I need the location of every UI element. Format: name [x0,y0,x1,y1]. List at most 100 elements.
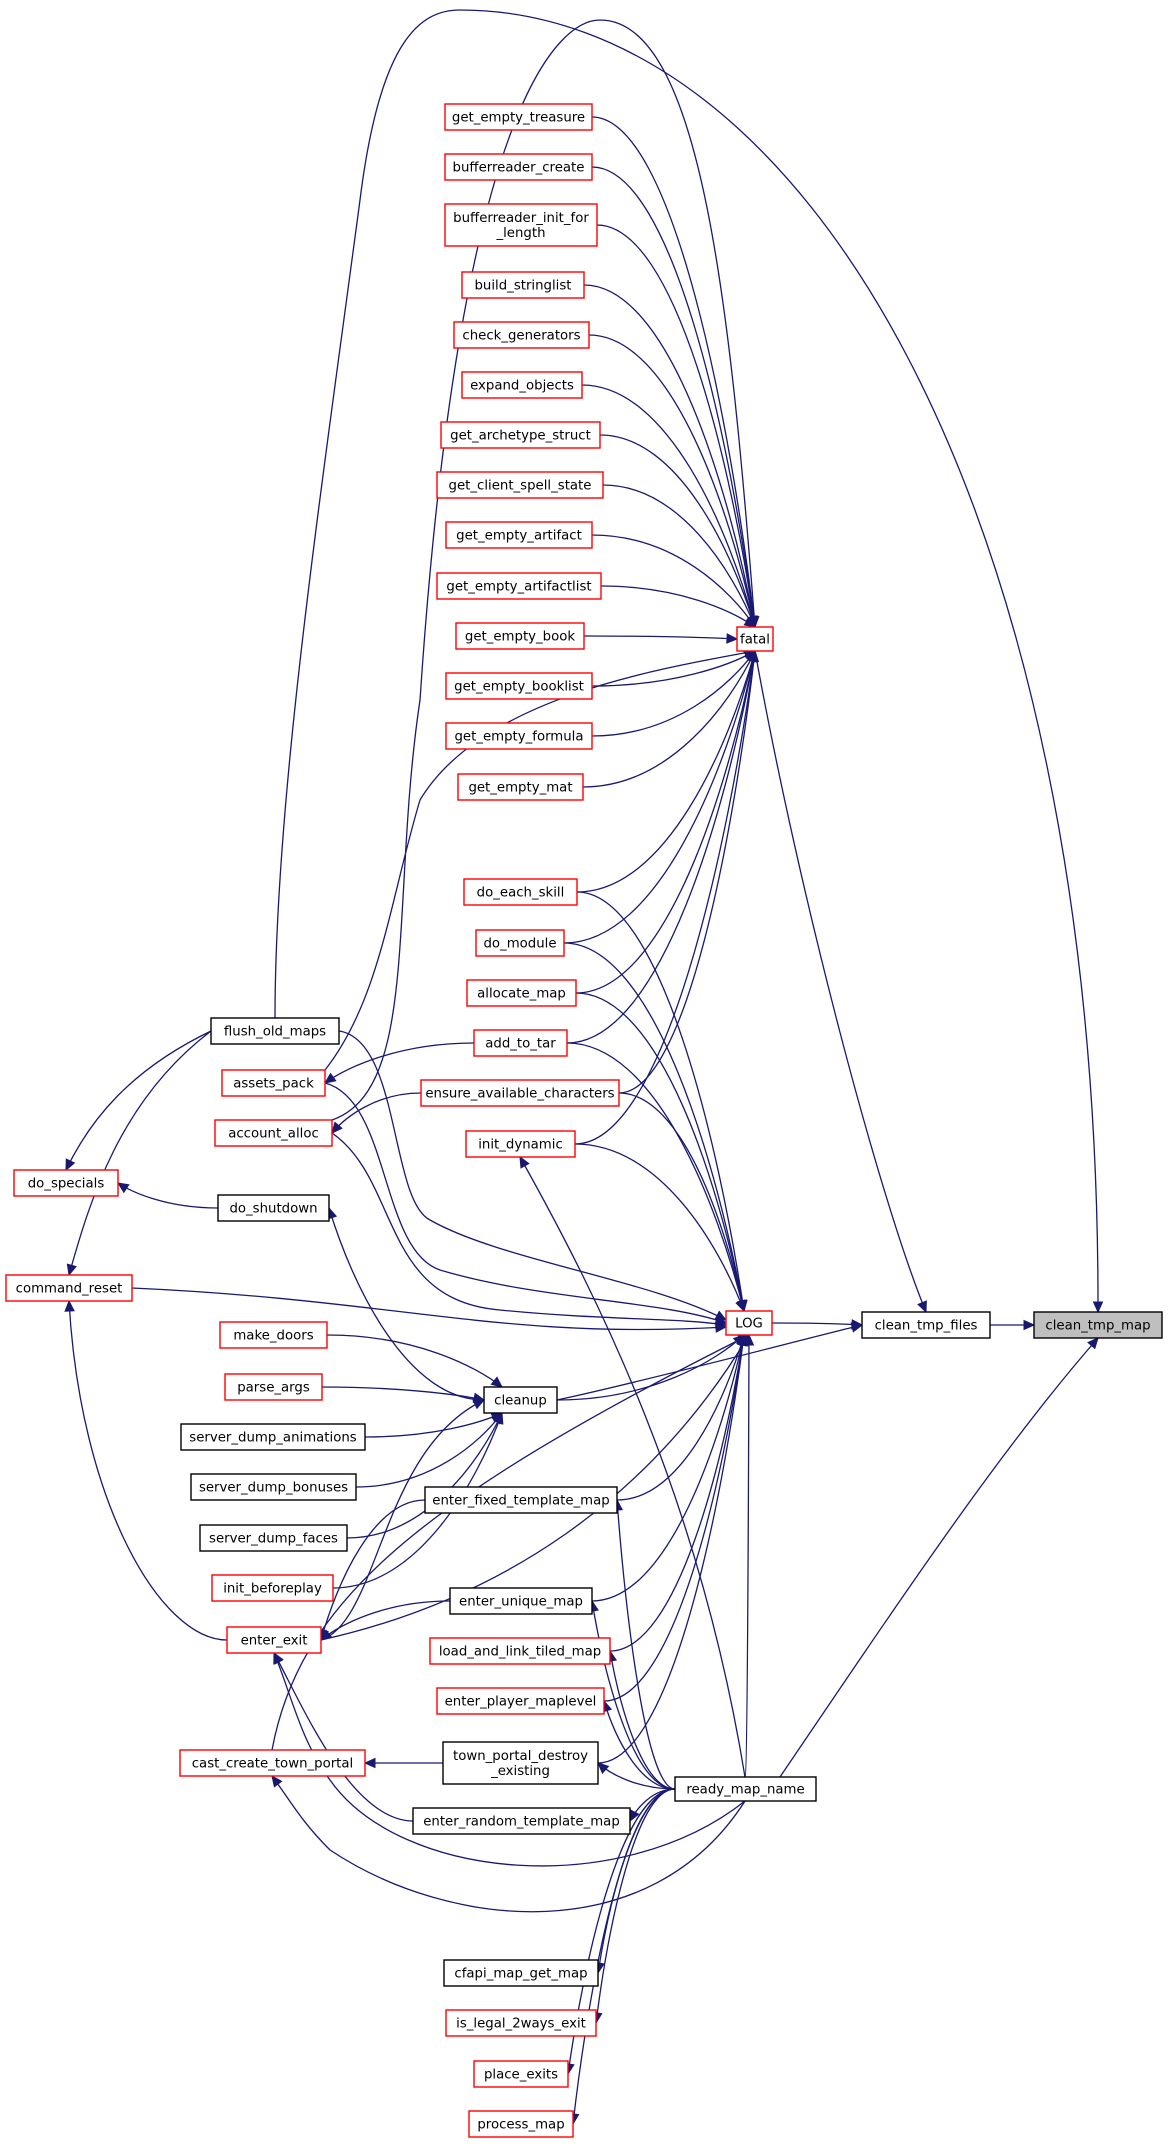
arrowhead-account_alloc [331,1121,343,1134]
edge-do_module-to-fatal [563,650,756,944]
node-label: cfapi_map_get_map [454,1967,587,1982]
node-get_archetype_struct[interactable]: get_archetype_struct [440,421,601,449]
node-label: place_exits [484,2068,558,2083]
node-label: get_client_spell_state [449,479,592,494]
edge-town_portal_destroy_existing-to-LOG [597,1334,745,1764]
node-server_dump_bonuses[interactable]: server_dump_bonuses [190,1473,357,1501]
edge-ready_map_name-to-enter_fixed_template_map [616,1499,676,1790]
node-server_dump_faces[interactable]: server_dump_faces [199,1524,348,1552]
node-add_to_tar[interactable]: add_to_tar [473,1029,568,1057]
node-label: do_module [483,937,556,952]
node-ensure_available_characters[interactable]: ensure_available_characters [420,1079,620,1107]
node-box [725,1310,773,1336]
node-box [468,2110,574,2138]
node-box [5,1274,133,1302]
edge-ready_map_name-to-clean_tmp_map [779,1337,1099,1778]
node-label: do_shutdown [229,1202,317,1217]
edge-flush_old_maps-to-LOG [338,1030,727,1321]
node-enter_fixed_template_map[interactable]: enter_fixed_template_map [424,1486,618,1514]
node-load_and_link_tiled_map[interactable]: load_and_link_tiled_map [429,1637,611,1665]
node-cleanup[interactable]: cleanup [483,1386,558,1414]
node-is_legal_2ways_exit[interactable]: is_legal_2ways_exit [445,2009,597,2037]
node-label: check_generators [462,329,580,344]
node-enter_exit[interactable]: enter_exit [226,1626,322,1654]
node-flush_old_maps[interactable]: flush_old_maps [210,1017,340,1045]
node-build_stringlist[interactable]: build_stringlist [461,271,585,299]
node-box [440,421,601,449]
node-get_empty_artifactlist[interactable]: get_empty_artifactlist [436,572,602,600]
node-server_dump_animations[interactable]: server_dump_animations [180,1423,366,1451]
edge-do_module-to-LOG [563,942,745,1312]
arrowhead-do_specials [65,1158,76,1172]
edge-ready_map_name-to-enter_player_maplevel [603,1700,676,1790]
node-label: cleanup [494,1394,547,1409]
node-get_empty_book[interactable]: get_empty_book [455,622,585,650]
node-allocate_map[interactable]: allocate_map [466,979,577,1007]
edge-cleanup-to-LOG [556,1334,745,1401]
node-place_exits[interactable]: place_exits [473,2060,569,2088]
node-command_reset[interactable]: command_reset [5,1274,133,1302]
edge-check_generators-to-fatal [588,334,756,628]
node-process_map[interactable]: process_map [468,2110,574,2138]
node-fatal[interactable]: fatal [736,626,774,652]
node-get_empty_treasure[interactable]: get_empty_treasure [444,103,593,131]
node-get_empty_booklist[interactable]: get_empty_booklist [445,672,593,700]
node-label: clean_tmp_files [875,1319,978,1334]
edge-ready_map_name-to-enter_exit [273,1652,746,1867]
arrowhead-fatal [726,633,739,644]
edge-account_alloc-to-LOG [331,1132,727,1326]
node-init_beforeplay[interactable]: init_beforeplay [211,1574,334,1602]
arrowhead-enter_exit [273,1651,284,1665]
arrowhead-do_specials [116,1182,130,1194]
node-get_empty_artifact[interactable]: get_empty_artifact [445,521,593,549]
node-check_generators[interactable]: check_generators [453,321,590,349]
node-get_empty_mat[interactable]: get_empty_mat [457,773,584,801]
node-bufferreader_init_for_length[interactable]: bufferreader_init_for_length [444,203,598,247]
node-do_each_skill[interactable]: do_each_skill [463,878,578,906]
node-do_shutdown[interactable]: do_shutdown [217,1194,330,1222]
node-init_dynamic[interactable]: init_dynamic [465,1130,576,1158]
node-label: enter_unique_map [459,1595,583,1610]
node-bufferreader_create[interactable]: bufferreader_create [444,153,593,181]
node-cast_create_town_portal[interactable]: cast_create_town_portal [179,1749,366,1777]
node-clean_tmp_files[interactable]: clean_tmp_files [861,1311,991,1339]
node-enter_random_template_map[interactable]: enter_random_template_map [412,1807,631,1835]
node-get_client_spell_state[interactable]: get_client_spell_state [436,471,604,499]
edge-add_to_tar-to-assets_pack [324,1042,475,1084]
node-label: load_and_link_tiled_map [439,1645,601,1660]
node-box [199,1524,348,1552]
edge-get_empty_treasure-to-fatal [591,116,756,628]
node-parse_args[interactable]: parse_args [224,1373,323,1401]
node-do_module[interactable]: do_module [475,929,565,957]
edge-bufferreader_init_for_length-to-fatal [596,224,756,628]
node-town_portal_destroy_existing[interactable]: town_portal_destroy_existing [442,1741,599,1785]
node-box [217,1194,330,1222]
node-make_doors[interactable]: make_doors [219,1321,328,1349]
node-enter_unique_map[interactable]: enter_unique_map [449,1587,593,1615]
node-ready_map_name[interactable]: ready_map_name [674,1776,817,1802]
node-label: flush_old_maps [224,1025,326,1040]
node-expand_objects[interactable]: expand_objects [461,371,583,399]
edge-add_to_tar-to-fatal [566,650,756,1044]
node-label: get_empty_artifactlist [446,580,591,595]
node-do_specials[interactable]: do_specials [13,1169,119,1197]
node-cfapi_map_get_map[interactable]: cfapi_map_get_map [443,1959,599,1987]
node-assets_pack[interactable]: assets_pack [221,1069,326,1097]
arrowhead-town_portal_destroy_existing [597,1762,610,1774]
edge-LOG-to-clean_tmp_files [771,1322,863,1326]
node-label: account_alloc [228,1127,319,1142]
arrowhead-clean_tmp_files [850,1322,864,1333]
node-label: bufferreader_create [453,161,585,176]
node-label: expand_objects [470,379,574,394]
edge-allocate_map-to-fatal [575,650,756,994]
node-LOG[interactable]: LOG [725,1310,773,1336]
node-enter_player_maplevel[interactable]: enter_player_maplevel [436,1687,605,1715]
arrowhead-cast_create_town_portal [363,1757,376,1769]
node-label: do_specials [28,1177,105,1192]
node-get_empty_formula[interactable]: get_empty_formula [445,722,593,750]
edge-init_dynamic-to-LOG [574,1143,745,1312]
node-layer: clean_tmp_mapclean_tmp_filesfatalLOGread… [5,103,1163,2138]
edge-enter_fixed_template_map-to-LOG [616,1334,745,1501]
node-account_alloc[interactable]: account_alloc [214,1119,333,1147]
